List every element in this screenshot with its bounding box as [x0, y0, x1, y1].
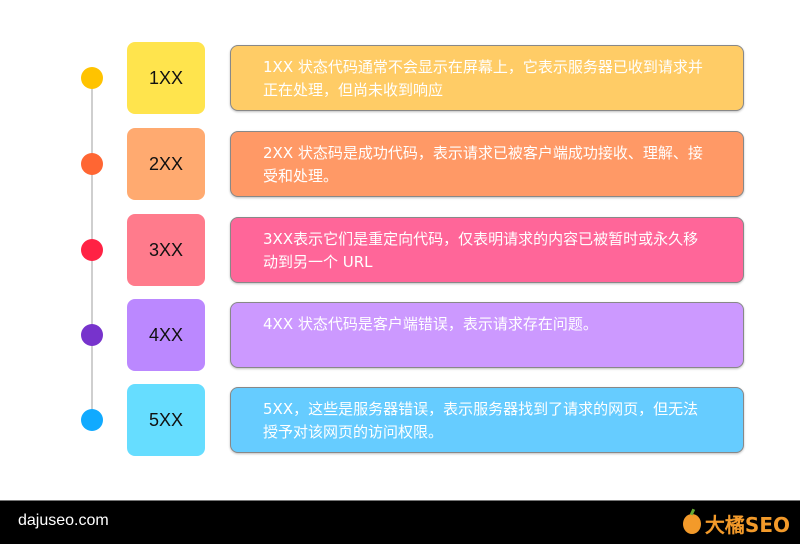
timeline-dot [81, 153, 103, 175]
status-code-label: 3XX [127, 214, 205, 286]
status-code-label: 5XX [127, 384, 205, 456]
timeline-row: 4XX 4XX 状态代码是客户端错误，表示请求存在问题。 [0, 299, 800, 385]
timeline-dot [81, 409, 103, 431]
status-code-label: 4XX [127, 299, 205, 371]
status-description: 5XX，这些是服务器错误，表示服务器找到了请求的网页，但无法授予对该网页的访问权… [230, 387, 744, 453]
status-description: 4XX 状态代码是客户端错误，表示请求存在问题。 [230, 302, 744, 368]
timeline-row: 2XX 2XX 状态码是成功代码，表示请求已被客户端成功接收、理解、接受和处理。 [0, 128, 800, 214]
status-code-label: 1XX [127, 42, 205, 114]
status-description: 3XX表示它们是重定向代码，仅表明请求的内容已被暂时或永久移动到另一个 URL [230, 217, 744, 283]
logo-text: 大橘SEO [704, 513, 790, 537]
timeline-row: 1XX 1XX 状态代码通常不会显示在屏幕上，它表示服务器已收到请求并正在处理，… [0, 42, 800, 128]
timeline-dot [81, 239, 103, 261]
timeline-dot [81, 324, 103, 346]
brand-logo: 大橘SEO [682, 509, 790, 538]
orange-icon [682, 513, 701, 534]
site-url: dajuseo.com [18, 512, 109, 529]
status-code-label: 2XX [127, 128, 205, 200]
footer: dajuseo.com 大橘SEO [0, 500, 800, 544]
timeline-dot [81, 67, 103, 89]
status-description: 1XX 状态代码通常不会显示在屏幕上，它表示服务器已收到请求并正在处理，但尚未收… [230, 45, 744, 111]
status-description: 2XX 状态码是成功代码，表示请求已被客户端成功接收、理解、接受和处理。 [230, 131, 744, 197]
timeline-row: 5XX 5XX，这些是服务器错误，表示服务器找到了请求的网页，但无法授予对该网页… [0, 384, 800, 470]
timeline-row: 3XX 3XX表示它们是重定向代码，仅表明请求的内容已被暂时或永久移动到另一个 … [0, 214, 800, 300]
